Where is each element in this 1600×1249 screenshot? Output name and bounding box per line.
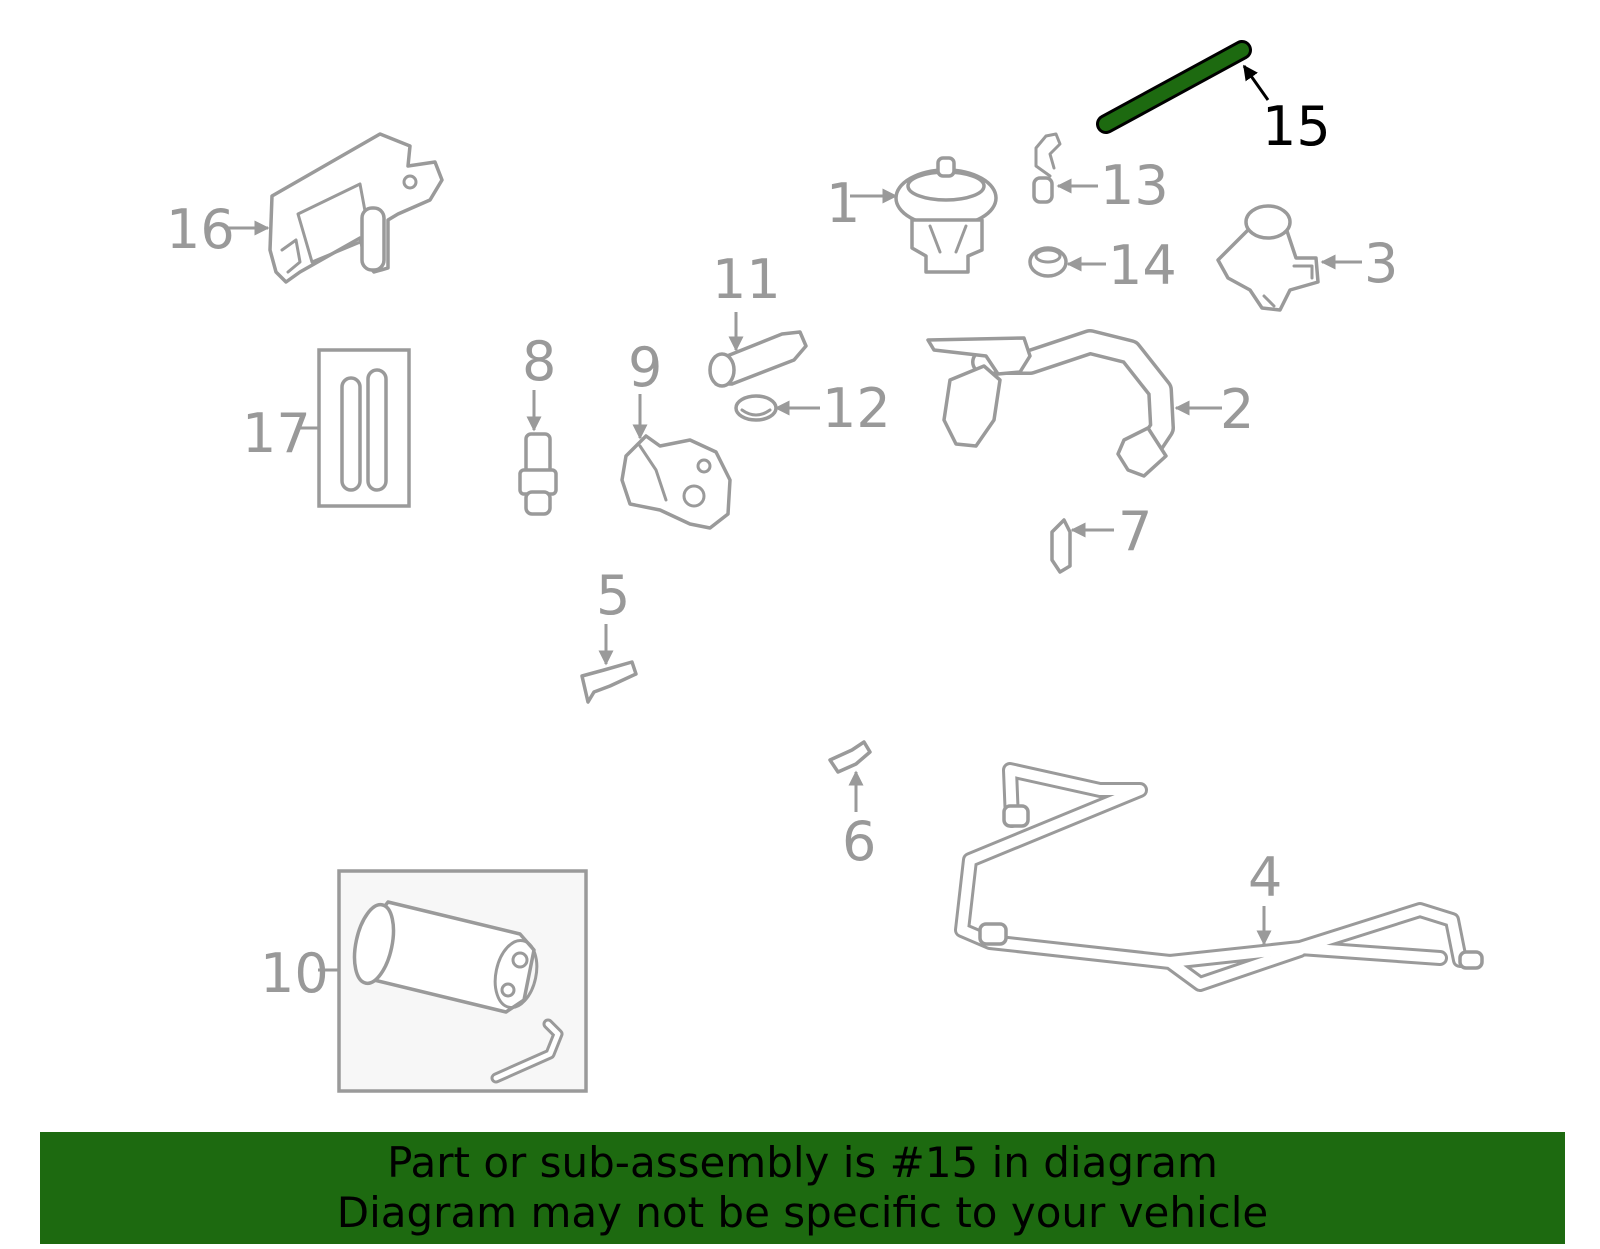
callout-2: 2 [1220,378,1254,441]
part-5-connector [580,660,638,704]
callout-16: 16 [166,198,235,261]
callout-9: 9 [628,336,662,399]
part-4-hose-assembly [954,762,1484,992]
part-6-connector [828,740,872,774]
part-2-egr-tube [926,329,1175,478]
part-13-clamp [1032,132,1062,204]
callout-12: 12 [822,377,891,440]
callout-4: 4 [1248,846,1282,909]
part-8-sensor [518,432,558,516]
part-7-fitting [1050,518,1072,574]
part-17-tubes [340,368,388,492]
callout-1: 1 [826,172,860,235]
callout-7: 7 [1118,500,1152,563]
banner-line-2: Diagram may not be specific to your vehi… [336,1188,1269,1237]
callout-14: 14 [1108,234,1177,297]
callout-15: 15 [1262,95,1331,158]
callout-8: 8 [522,330,556,393]
leader-15 [1242,64,1270,101]
part-1-egr-valve [894,156,998,274]
callout-3: 3 [1364,232,1398,295]
part-17-box [317,348,411,508]
part-3-solenoid [1216,204,1320,312]
part-12-gasket [734,394,778,422]
callout-5: 5 [596,564,630,627]
callout-11: 11 [712,248,781,311]
part-11-sensor [708,330,808,388]
callout-6: 6 [842,810,876,873]
callout-10: 10 [260,942,329,1005]
info-banner: Part or sub-assembly is #15 in diagram D… [40,1132,1565,1244]
part-9-valve [620,434,732,530]
part-15-hose[interactable] [1096,40,1252,134]
part-16-sensor [268,132,444,284]
part-10-canister [352,900,564,1084]
callout-13: 13 [1100,154,1169,217]
part-14-grommet [1028,246,1068,278]
callout-17: 17 [242,402,311,465]
banner-line-1: Part or sub-assembly is #15 in diagram [387,1138,1218,1187]
